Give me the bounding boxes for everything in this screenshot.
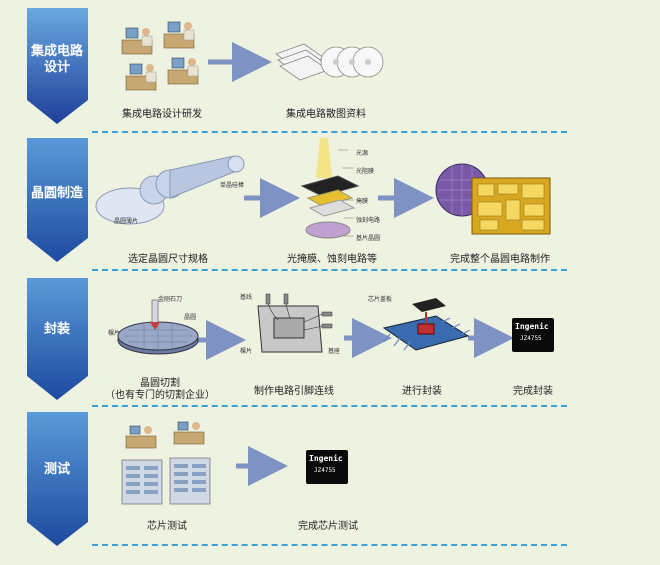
chip-testing-equipment-illustration xyxy=(121,421,211,505)
step-caption: 集成电路设计研发 xyxy=(122,109,202,120)
photolithography-illustration xyxy=(300,138,360,239)
wafer-dicing-illustration xyxy=(117,299,199,355)
annotation-die: 棵片 xyxy=(108,330,121,337)
finished-wafer-circuit-illustration xyxy=(435,163,551,235)
stage-label-testing: 测试 xyxy=(43,462,70,477)
annotation-substrate: 基片晶圆 xyxy=(356,235,381,242)
annotation-wafer: 晶圆 xyxy=(184,314,197,321)
step-caption: 芯片测试 xyxy=(147,521,187,532)
stage-label-packaging: 封装 xyxy=(43,322,70,337)
divider xyxy=(92,269,567,271)
tested-chip: Ingenic JZ4755 xyxy=(306,450,348,484)
stage-arrow-design xyxy=(27,8,88,124)
stage-label-manufacturing: 晶圆制造 xyxy=(30,186,83,201)
chip-model: JZ4755 xyxy=(314,467,336,474)
step-caption: 集成电路散图资料 xyxy=(286,109,366,120)
encapsulation-illustration xyxy=(382,298,471,351)
wire-bonding-illustration xyxy=(257,293,333,353)
annotation-die2: 棵片 xyxy=(240,348,253,355)
silicon-ingot-wafer-illustration xyxy=(95,155,245,225)
step-caption: 选定晶圆尺寸规格 xyxy=(128,254,208,265)
stage-arrow-testing xyxy=(27,412,88,546)
step-caption: 晶圆切割 （也有专门的切割企业） xyxy=(105,378,215,401)
annotation-light-source: 光源 xyxy=(356,150,369,157)
stage-label-design: 集成电路 设计 xyxy=(30,44,83,75)
step-caption: 完成芯片测试 xyxy=(298,521,358,532)
layout-documents-illustration xyxy=(275,43,384,81)
annotation-base-plate: 基座 xyxy=(328,348,341,355)
packaged-chip: Ingenic JZ4755 xyxy=(512,318,554,352)
designers-at-computers-illustration xyxy=(121,21,199,91)
annotation-diamond-knife: 金刚石刀 xyxy=(158,296,183,303)
annotation-crystal-rod: 单晶硅棒 xyxy=(220,182,245,189)
stage-arrow-packaging xyxy=(27,278,88,400)
annotation-etched-circuit: 蚀刻电路 xyxy=(356,217,381,224)
step-caption: 完成封装 xyxy=(513,386,553,397)
divider xyxy=(92,131,567,133)
step-caption: 制作电路引脚连线 xyxy=(254,386,334,397)
annotation-chip-cover: 芯片盖板 xyxy=(368,296,393,303)
step-caption: 光掩膜、蚀刻电路等 xyxy=(287,254,377,265)
annotation-mask: 掩膜 xyxy=(356,198,369,205)
divider xyxy=(92,405,567,407)
divider xyxy=(92,544,567,546)
step-caption: 完成整个晶圆电路制作 xyxy=(450,254,550,265)
annotation-wafer-sheet: 晶圆薄片 xyxy=(114,218,139,225)
annotation-photoresist: 光阻膜 xyxy=(356,168,375,175)
step-caption: 进行封装 xyxy=(402,386,442,397)
annotation-base-wire: 基线 xyxy=(240,294,253,301)
chip-model: JZ4755 xyxy=(520,335,542,342)
chip-brand: Ingenic xyxy=(309,454,343,463)
stage-arrow-manufacturing xyxy=(27,138,88,262)
chip-brand: Ingenic xyxy=(515,322,549,331)
